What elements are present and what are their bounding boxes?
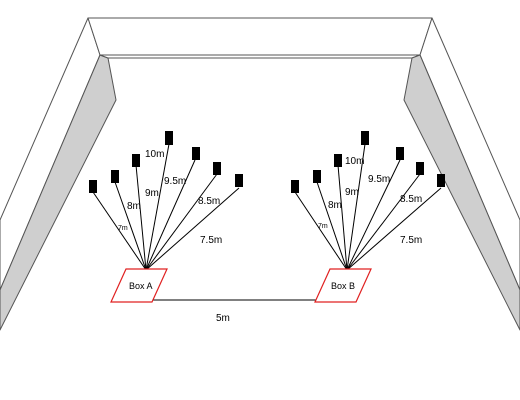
speaker-marker <box>89 180 97 193</box>
speaker-marker <box>235 174 243 187</box>
back-wall-face <box>99 54 421 59</box>
ray-8-5m <box>145 173 218 271</box>
distance-label: 10m <box>345 156 364 167</box>
box-b <box>314 268 372 303</box>
box-a-label: Box A <box>129 281 153 291</box>
box-a <box>110 268 168 303</box>
speaker-marker <box>165 131 173 145</box>
back-wall-top <box>87 17 433 56</box>
distance-label: 7.5m <box>400 235 422 246</box>
ray-9-5m <box>346 159 401 271</box>
ray-7-5m <box>145 187 240 271</box>
distance-label: 9m <box>345 187 359 198</box>
marker-group-a: 7m 8m 9m 10m 9.5m 8.5m 7.5m Box A <box>89 131 243 303</box>
speaker-marker <box>291 180 299 193</box>
speaker-marker <box>192 147 200 160</box>
distance-label: 8.5m <box>400 194 422 205</box>
distance-label: 9.5m <box>368 174 390 185</box>
speaker-marker <box>396 147 404 160</box>
ray-10m <box>145 143 170 271</box>
ray-7-5m <box>346 187 442 271</box>
ray-7m <box>294 191 348 271</box>
ray-8m <box>316 181 348 271</box>
ray-8m <box>114 181 147 271</box>
separation-label: 5m <box>216 313 230 324</box>
ray-9m <box>135 164 147 271</box>
distance-label: 9.5m <box>164 176 186 187</box>
right-wall-top <box>419 17 520 291</box>
ray-10m <box>346 143 366 271</box>
distance-label: 9m <box>145 188 159 199</box>
distance-label: 7m <box>318 223 328 230</box>
speaker-marker <box>334 154 342 167</box>
speaker-marker <box>132 154 140 167</box>
distance-label: 7.5m <box>200 235 222 246</box>
speaker-marker <box>213 162 221 175</box>
speaker-marker <box>437 174 445 187</box>
ray-8-5m <box>346 173 421 271</box>
distance-label: 8m <box>127 201 141 212</box>
box-b-label: Box B <box>331 281 355 291</box>
speaker-marker <box>416 162 424 175</box>
speaker-marker <box>361 131 369 145</box>
right-wall-face <box>403 54 520 331</box>
ray-9m <box>337 164 348 271</box>
marker-group-b: 7m 8m 9m 10m 9.5m 8.5m 7.5m Box B <box>291 131 445 303</box>
speaker-marker <box>313 170 321 183</box>
distance-label: 8m <box>328 200 342 211</box>
distance-label: 10m <box>145 149 164 160</box>
distance-label: 7m <box>118 225 128 232</box>
room-walls <box>0 17 520 331</box>
distance-label: 8.5m <box>198 196 220 207</box>
ray-7m <box>92 191 147 271</box>
ray-9-5m <box>145 159 196 271</box>
speaker-marker <box>111 170 119 183</box>
